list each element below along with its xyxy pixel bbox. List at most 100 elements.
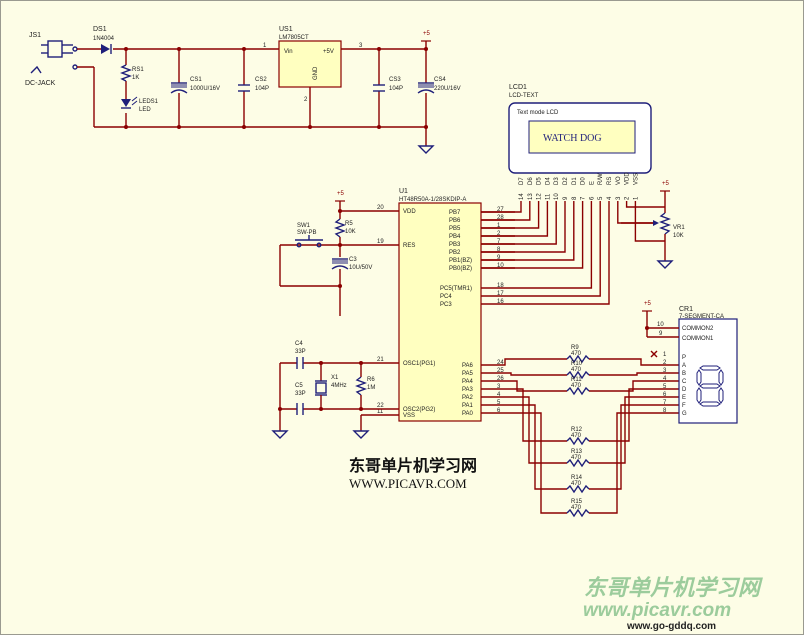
u1-pin-num-24: 24 bbox=[497, 360, 504, 366]
lcd-pin-name-2: D5 bbox=[537, 177, 543, 185]
u1-pin-name-PA1: PA1 bbox=[462, 403, 474, 409]
u1-pin-num-26: 26 bbox=[497, 376, 504, 382]
ground-symbol-psu bbox=[417, 145, 435, 154]
resistor-rs1: RS1 1K bbox=[120, 64, 144, 82]
cr1-common1: COMMON1 bbox=[682, 336, 714, 342]
lcd-pin-num-12: 2 bbox=[625, 196, 631, 200]
lcd-pin-name-3: D4 bbox=[545, 177, 551, 185]
ds1-part: 1N4004 bbox=[93, 36, 115, 42]
dc-jack-js1: JS1 DC-JACK bbox=[25, 32, 78, 87]
lcd-pin-num-4: 10 bbox=[554, 193, 560, 200]
cr1-pin-num-1: 1 bbox=[663, 352, 667, 358]
lcd-pin-name-9: R/W bbox=[598, 173, 604, 185]
c3-val: 10U/50V bbox=[349, 265, 372, 271]
u1-pin-name-20: VDD bbox=[403, 209, 416, 215]
cr1-pin-num-3: 3 bbox=[663, 368, 667, 374]
resistor-val-4: 470 bbox=[571, 455, 582, 461]
resistor-ladder: R9470R10470R11470R12470R13470R14470R1547… bbox=[481, 345, 679, 518]
u1-pin-num-7: 7 bbox=[497, 239, 501, 245]
cs2-label: CS2 bbox=[255, 77, 267, 83]
u1-pin-num-3: 3 bbox=[497, 384, 501, 390]
cr1-part: 7-SEGMENT-CA bbox=[679, 314, 724, 320]
cr1-common2: COMMON2 bbox=[682, 326, 714, 332]
cr1-pin-name-F: F bbox=[682, 403, 686, 409]
us1-5v: +5V bbox=[323, 49, 334, 55]
site-title-cn: 东哥单片机学习网 bbox=[349, 456, 477, 475]
watermark-title-cn: 东哥单片机学习网 bbox=[584, 575, 763, 600]
rs1-label: RS1 bbox=[132, 67, 144, 73]
u1-pin-num-25: 25 bbox=[497, 368, 504, 374]
u1-pin-name-19: RES bbox=[403, 243, 415, 249]
capacitor-cs2: CS2 104P bbox=[238, 77, 269, 92]
lcd-pin-name-8: E bbox=[589, 181, 595, 185]
cr1-pin-name-D: D bbox=[682, 387, 687, 393]
u1-pin-num-2: 2 bbox=[497, 231, 501, 237]
cr1-pin-name-C: C bbox=[682, 379, 687, 385]
lcd-pin-name-5: D2 bbox=[563, 177, 569, 185]
u1-pin-num-17: 17 bbox=[497, 291, 504, 297]
resistor-label-4: R13 bbox=[571, 449, 583, 455]
cr1-pin-num-5: 5 bbox=[663, 384, 667, 390]
cr1-pin-num-4: 4 bbox=[663, 376, 667, 382]
cr1-com-num-9: 9 bbox=[659, 331, 663, 337]
cr1-pin-name-G: G bbox=[682, 411, 687, 417]
u1-pin-name-PA5: PA5 bbox=[462, 371, 474, 377]
u1-part: HT48R50A-1/28SKDIP-A bbox=[399, 197, 466, 203]
leds1-part: LED bbox=[139, 107, 151, 113]
diode-ds1: DS1 1N4004 bbox=[93, 26, 115, 54]
us1-pin2: 2 bbox=[304, 97, 308, 103]
u1-pin-num-5: 5 bbox=[497, 400, 501, 406]
lcd-pin-name-6: D1 bbox=[572, 177, 578, 185]
cr1-label: CR1 bbox=[679, 306, 693, 313]
us1-label: US1 bbox=[279, 26, 293, 33]
lcd-pin-num-3: 11 bbox=[545, 193, 551, 200]
cr1-pin-name-P: P bbox=[682, 355, 686, 361]
cs3-label: CS3 bbox=[389, 77, 401, 83]
lcd-pin-num-5: 9 bbox=[563, 196, 569, 200]
sw1-part: SW-PB bbox=[297, 230, 317, 236]
cr1-com-num-10: 10 bbox=[657, 322, 664, 328]
resistor-val-1: 470 bbox=[571, 367, 582, 373]
us1-pin1: 1 bbox=[263, 43, 267, 49]
dc-jack-label: DC-JACK bbox=[25, 80, 56, 87]
resistor-label-2: R11 bbox=[571, 377, 582, 383]
js1-label: JS1 bbox=[29, 32, 41, 39]
u1-pin-name-11: VSS bbox=[403, 413, 415, 419]
resistor-val-2: 470 bbox=[571, 383, 582, 389]
site-url: WWW.PICAVR.COM bbox=[349, 476, 467, 491]
u1-pin-name-PA0: PA0 bbox=[462, 411, 474, 417]
u1-pins: VDD20RES19OSC1(PG1)21OSC2(PG2)22VSS11PB7… bbox=[377, 205, 515, 419]
u1-pin-name-PB0(BZ): PB0(BZ) bbox=[449, 266, 472, 272]
lcd-pin-num-13: 1 bbox=[633, 196, 639, 200]
cr1-pin-num-7: 7 bbox=[663, 400, 667, 406]
u1-pin-name-PC5(TMR1): PC5(TMR1) bbox=[440, 286, 472, 292]
lcd-pin-num-6: 8 bbox=[572, 196, 578, 200]
cr1-pin-num-6: 6 bbox=[663, 392, 667, 398]
resistor-val-0: 470 bbox=[571, 351, 582, 357]
u1-pin-name-PB7: PB7 bbox=[449, 210, 461, 216]
c5-label: C5 bbox=[295, 383, 303, 389]
sw1-label: SW1 bbox=[297, 223, 311, 229]
r5-label: R5 bbox=[345, 221, 353, 227]
u1-pin-num-16: 16 bbox=[497, 299, 504, 305]
lcd-bus-wires bbox=[481, 201, 665, 305]
lcd-pins: D714D613D512D411D310D29D18D07E6R/W5RS4VO… bbox=[519, 172, 639, 200]
u1-pin-num-22: 22 bbox=[377, 403, 384, 409]
lcd-pin-num-10: 4 bbox=[607, 196, 613, 200]
r6-label: R6 bbox=[367, 377, 375, 383]
oscillator-circuit: C4 33P C5 33P X1 4MHz R6 1M bbox=[271, 341, 399, 439]
lcd1: LCD1 LCD-TEXT Text mode LCD WATCH DOG bbox=[508, 84, 652, 174]
c4-val: 33P bbox=[295, 349, 306, 355]
u1-pin-name-PB2: PB2 bbox=[449, 250, 461, 256]
vcc-label-top: +5 bbox=[423, 31, 431, 37]
u1-pin-num-27: 27 bbox=[497, 207, 504, 213]
cr1-pin-num-2: 2 bbox=[663, 360, 667, 366]
us1-pin3: 3 bbox=[359, 43, 363, 49]
resistor-label-1: R10 bbox=[571, 361, 583, 367]
lcd-pin-name-0: D7 bbox=[519, 177, 525, 185]
lcd-pin-num-8: 6 bbox=[589, 196, 595, 200]
u1-pin-num-9: 9 bbox=[497, 255, 501, 261]
